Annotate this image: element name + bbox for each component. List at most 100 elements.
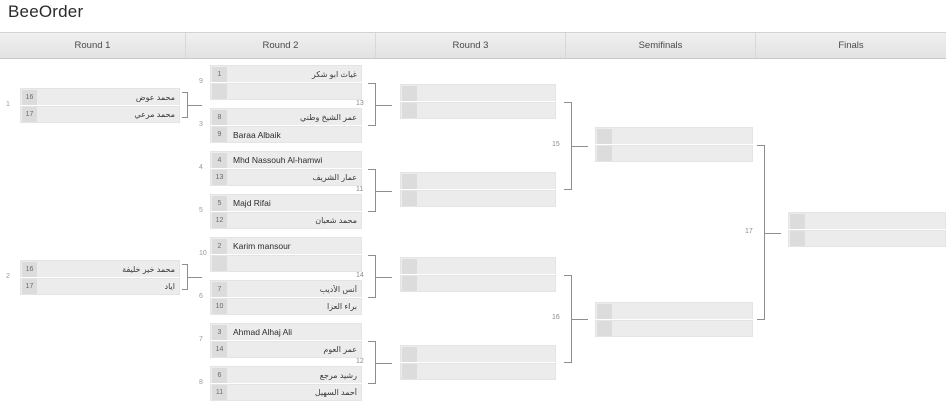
match-id-label: 4	[199, 164, 203, 171]
bracket-connector	[368, 341, 376, 384]
match-round3-12[interactable]	[400, 345, 556, 380]
match-slot[interactable]	[400, 102, 556, 119]
connector-label: 15	[552, 141, 560, 148]
match-finals-17[interactable]	[788, 212, 946, 247]
match-slot[interactable]	[400, 345, 556, 362]
seed-badge: 5	[212, 195, 227, 211]
bracket-connector-out	[376, 362, 392, 364]
match-slot[interactable]	[788, 212, 946, 229]
seed-badge: 4	[212, 152, 227, 168]
bracket-connector-out	[572, 146, 588, 147]
round-header-4: Semifinals	[566, 33, 756, 58]
match-slot[interactable]	[595, 302, 753, 319]
match-slot[interactable]	[210, 83, 362, 100]
match-slot[interactable]	[595, 145, 753, 162]
match-id-label: 8	[199, 379, 203, 386]
seed-badge: 17	[22, 107, 37, 122]
match-round3-13[interactable]	[400, 84, 556, 119]
participant-name: براء العزا	[326, 302, 357, 311]
match-id-label: 9	[199, 78, 203, 85]
seed-badge	[402, 173, 417, 189]
seed-badge	[212, 256, 227, 271]
participant-name: أحمد السهيل	[314, 388, 357, 397]
seed-badge	[402, 364, 417, 379]
match-slot[interactable]	[210, 255, 362, 272]
bracket-connector	[368, 83, 376, 126]
match-slot[interactable]	[400, 257, 556, 274]
seed-badge: 13	[212, 170, 227, 185]
seed-badge: 7	[212, 281, 227, 297]
seed-badge	[402, 276, 417, 291]
match-slot[interactable]: 17 اياد	[20, 278, 180, 295]
seed-badge	[402, 103, 417, 118]
match-id-label: 7	[199, 336, 203, 343]
seed-badge: 16	[22, 89, 37, 105]
seed-badge: 9	[212, 127, 227, 142]
seed-badge	[597, 146, 612, 161]
match-slot[interactable]	[400, 190, 556, 207]
bracket-connector-out	[376, 190, 392, 192]
seed-badge	[212, 84, 227, 99]
match-slot[interactable]	[595, 320, 753, 337]
participant-name: عمر العوم	[323, 345, 357, 354]
connector-label: 11	[356, 185, 364, 193]
match-round3-14[interactable]	[400, 257, 556, 292]
match-slot[interactable]	[400, 275, 556, 292]
match-semifinals-16[interactable]	[595, 302, 753, 337]
match-slot[interactable]	[788, 230, 946, 247]
seed-badge	[402, 258, 417, 274]
round-header-5: Finals	[838, 40, 864, 51]
bracket-connector-out	[188, 105, 202, 106]
match-slot[interactable]	[400, 172, 556, 189]
participant-name: عمار الشريف	[312, 173, 357, 182]
seed-badge	[402, 346, 417, 362]
seed-badge: 12	[212, 213, 227, 228]
match-slot[interactable]: 9 Baraa Albaik	[210, 126, 362, 143]
bracket-connector	[368, 255, 376, 298]
seed-badge: 3	[212, 324, 227, 340]
match-slot[interactable]	[595, 127, 753, 144]
connector-label: 13	[356, 99, 364, 107]
match-slot[interactable]: 13 عمار الشريف	[210, 169, 362, 186]
match-id-label: 6	[199, 293, 203, 300]
bracket-connector	[757, 145, 765, 320]
seed-badge	[790, 231, 805, 246]
participant-name: Baraa Albaik	[233, 129, 281, 140]
match-slot[interactable]	[400, 363, 556, 380]
match-id-label: 10	[199, 250, 207, 257]
connector-label: 17	[745, 227, 753, 235]
seed-badge	[597, 303, 612, 319]
bracket-connector-out	[376, 104, 392, 106]
match-round3-11[interactable]	[400, 172, 556, 207]
match-slot[interactable]	[400, 84, 556, 101]
participant-name: اياد	[164, 282, 175, 291]
seed-badge: 17	[22, 279, 37, 294]
match-semifinals-15[interactable]	[595, 127, 753, 162]
